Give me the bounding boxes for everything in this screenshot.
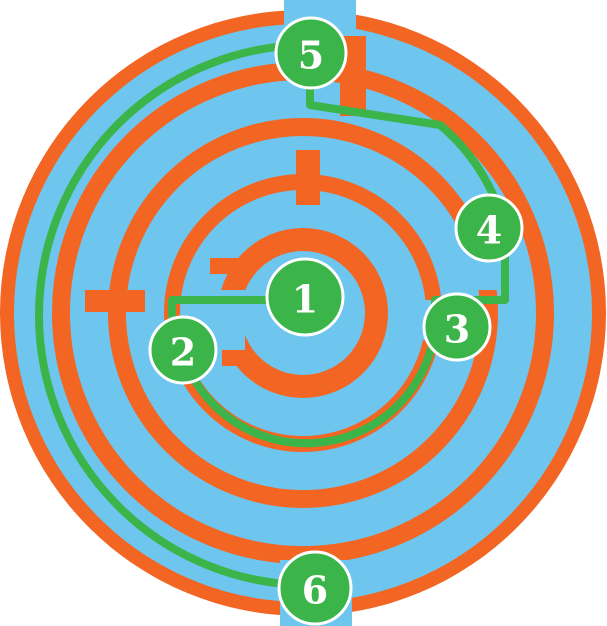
wall-segment-inner-left [210,258,240,274]
wall-segment-left [85,290,145,312]
node-6-label: 6 [302,568,328,613]
node-5[interactable]: 5 [276,18,346,88]
node-6[interactable]: 6 [279,552,351,624]
wall-segment-top-inner [296,150,320,205]
node-2-label: 2 [170,330,196,375]
wall-segment-inner-bottom [222,350,252,366]
node-3[interactable]: 3 [424,294,490,360]
node-5-label: 5 [298,33,324,78]
node-3-label: 3 [444,307,470,352]
node-2[interactable]: 2 [150,317,216,383]
node-1-label: 1 [292,277,318,322]
node-4[interactable]: 4 [456,195,522,261]
node-4-label: 4 [476,208,502,253]
node-1[interactable]: 1 [267,259,343,335]
